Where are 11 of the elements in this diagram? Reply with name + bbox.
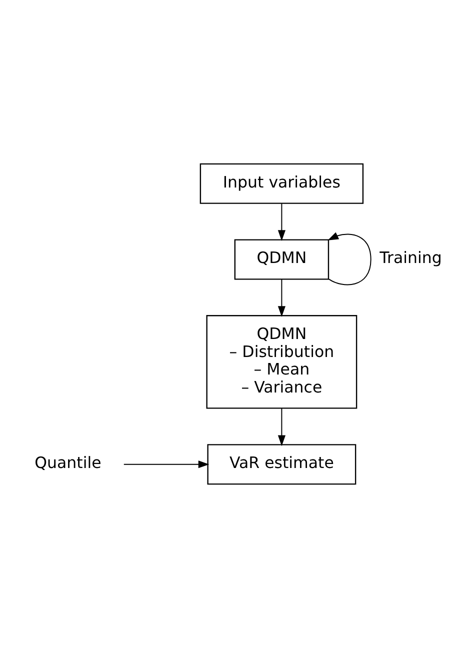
- arrow: [278, 408, 286, 446]
- node-box: QDMN – Distribution – Mean – Variance: [206, 315, 358, 409]
- arrow: [278, 278, 286, 317]
- arrow: [328, 232, 372, 286]
- node-box: VaR estimate: [207, 444, 356, 485]
- node-box: Input variables: [200, 163, 364, 204]
- node-text: Quantile: [34, 453, 102, 472]
- arrow: [123, 460, 210, 468]
- node-box: QDMN: [234, 239, 330, 280]
- arrow: [278, 203, 286, 242]
- edge-label: Training: [380, 248, 442, 268]
